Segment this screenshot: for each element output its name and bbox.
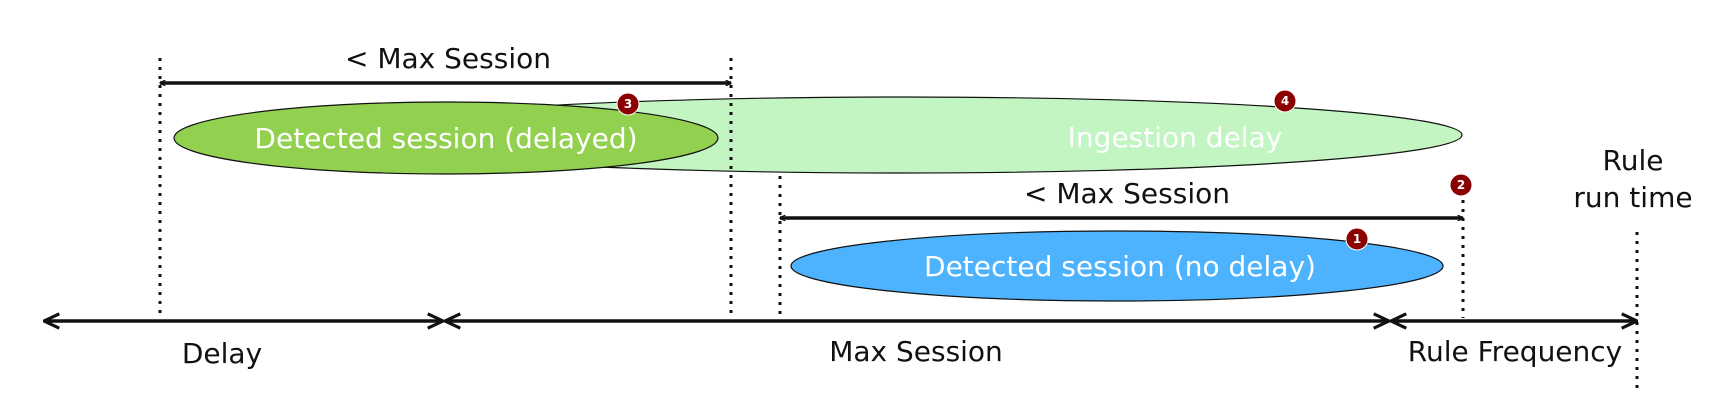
badge-4-label: 4 <box>1281 94 1289 108</box>
rule-frequency-label: Rule Frequency <box>1408 335 1623 368</box>
detected-session-no-delay-ellipse <box>790 230 1444 302</box>
max-session-label: Max Session <box>829 335 1003 368</box>
rule-run-time-label-line1: Rule <box>1603 144 1664 177</box>
rule-run-time-label-line2: run time <box>1573 181 1692 214</box>
max-session-mid-label: < Max Session <box>1024 177 1230 210</box>
detected-session-delayed-label: Detected session (delayed) <box>254 122 637 155</box>
badge-1: 1 <box>1345 227 1369 251</box>
ingestion-delay-label: Ingestion delay <box>1068 121 1283 154</box>
badge-3-label: 3 <box>624 97 632 111</box>
badge-2-label: 2 <box>1457 178 1465 192</box>
badge-1-label: 1 <box>1353 232 1361 246</box>
badge-4: 4 <box>1273 89 1297 113</box>
delay-label: Delay <box>182 337 262 370</box>
badge-2: 2 <box>1449 173 1473 197</box>
badge-3: 3 <box>616 92 640 116</box>
max-session-top-label: < Max Session <box>345 42 551 75</box>
detected-session-delayed-ellipse <box>173 101 719 175</box>
detected-session-no-delay-label: Detected session (no delay) <box>924 250 1316 283</box>
